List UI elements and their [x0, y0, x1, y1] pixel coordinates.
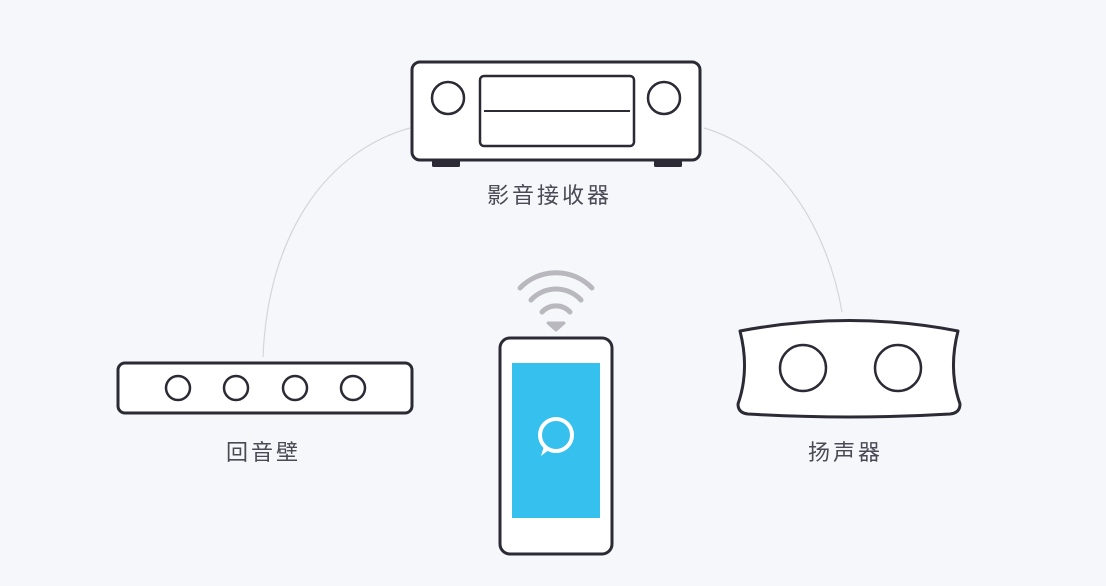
speaker-left-driver [778, 343, 828, 393]
receiver-left-foot [432, 160, 460, 167]
speaker-label: 扬声器 [808, 441, 884, 466]
speaker-right-driver [873, 343, 923, 393]
phone-screen [512, 363, 600, 518]
soundbar-label: 回音壁 [226, 441, 302, 466]
wifi-icon [517, 270, 595, 332]
av-receiver-icon [410, 60, 702, 167]
receiver-left-knob [430, 80, 466, 116]
soundbar-driver [222, 374, 250, 402]
receiver-label: 影音接收器 [487, 184, 613, 209]
connection-arc [262, 127, 843, 358]
alexa-ring-tail [541, 446, 550, 456]
smartphone-icon [498, 336, 614, 556]
receiver-display [478, 74, 636, 148]
speaker-icon [736, 319, 962, 419]
alexa-ring-icon [538, 417, 574, 453]
soundbar-icon [116, 361, 414, 415]
soundbar-driver [281, 374, 309, 402]
receiver-right-foot [654, 160, 682, 167]
soundbar-driver [339, 374, 367, 402]
soundbar-driver [164, 374, 192, 402]
receiver-right-knob [646, 80, 682, 116]
